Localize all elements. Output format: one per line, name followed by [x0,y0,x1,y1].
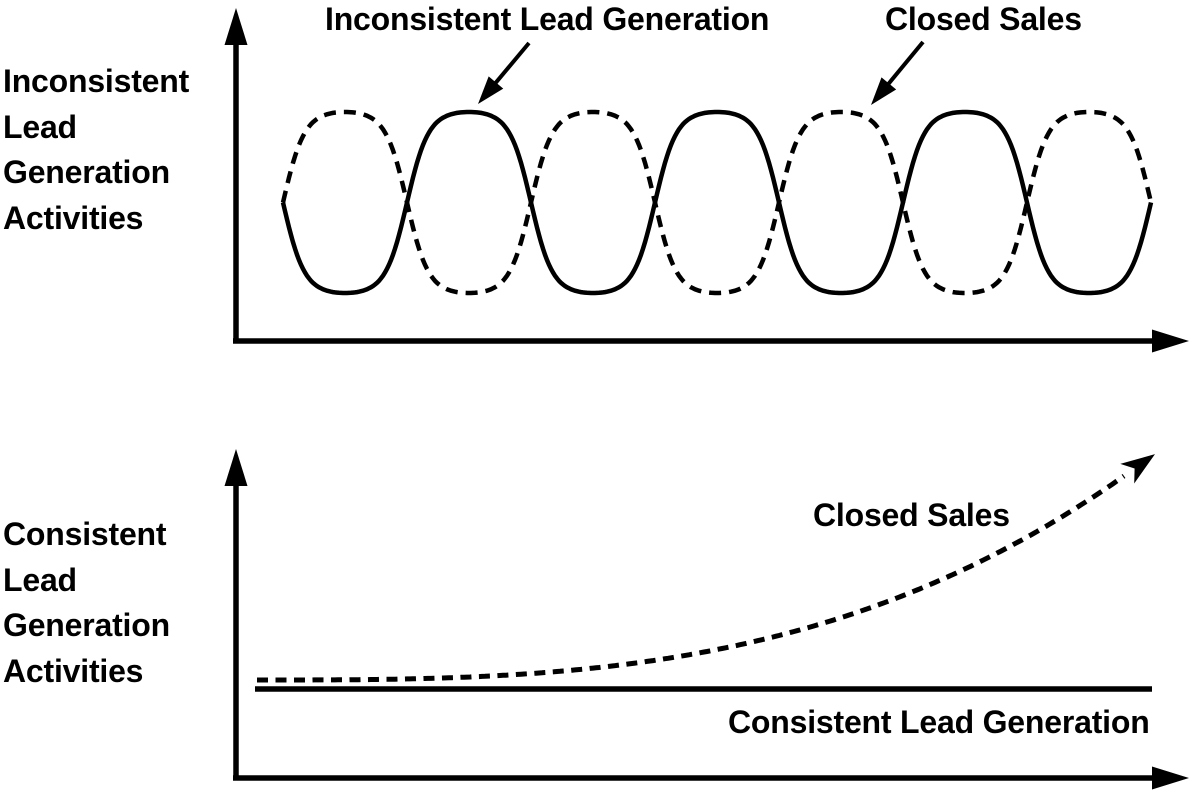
bottom-y-axis-label: Consistent Lead Generation Activities [3,512,170,694]
top-x-axis-arrow-icon [1152,329,1189,353]
annotation-arrow-1-head-icon [478,76,504,104]
top-chart [224,8,1189,353]
bottom-y-axis-label-line-3: Generation [3,607,170,643]
bottom-y-axis-label-line-2: Lead [3,561,77,598]
annotation-arrow-2-shaft [884,40,925,88]
annotation-arrow-2-head-icon [871,77,897,105]
top-y-axis-label: Inconsistent Lead Generation Activities [3,59,189,241]
bottom-consistent-line-label: Consistent Lead Generation [728,704,1150,740]
top-y-axis-label-line-3: Generation [3,154,170,190]
bottom-curve-arrow-icon [1120,454,1155,484]
top-y-axis-label-line-1: Inconsistent [3,63,190,99]
top-dashed-wave-annotation-label: Closed Sales [885,1,1082,37]
top-solid-wave-annotation-label: Inconsistent Lead Generation [325,1,770,37]
bottom-chart [224,449,1189,790]
top-dashed-wave [280,109,1154,296]
top-solid-wave [280,109,1154,296]
bottom-closed-sales-curve [257,473,1126,683]
bottom-y-axis-arrow-icon [224,449,248,486]
top-y-axis-label-line-2: Lead [3,108,77,145]
bottom-y-axis-label-line-4: Activities [3,652,144,689]
annotation-arrow-1-shaft [491,41,531,87]
top-y-axis-label-line-4: Activities [3,199,144,236]
bottom-x-axis-arrow-icon [1152,766,1189,790]
top-y-axis-arrow-icon [224,8,248,45]
bottom-closed-sales-label: Closed Sales [813,497,1010,533]
bottom-y-axis-label-line-1: Consistent [3,516,167,552]
